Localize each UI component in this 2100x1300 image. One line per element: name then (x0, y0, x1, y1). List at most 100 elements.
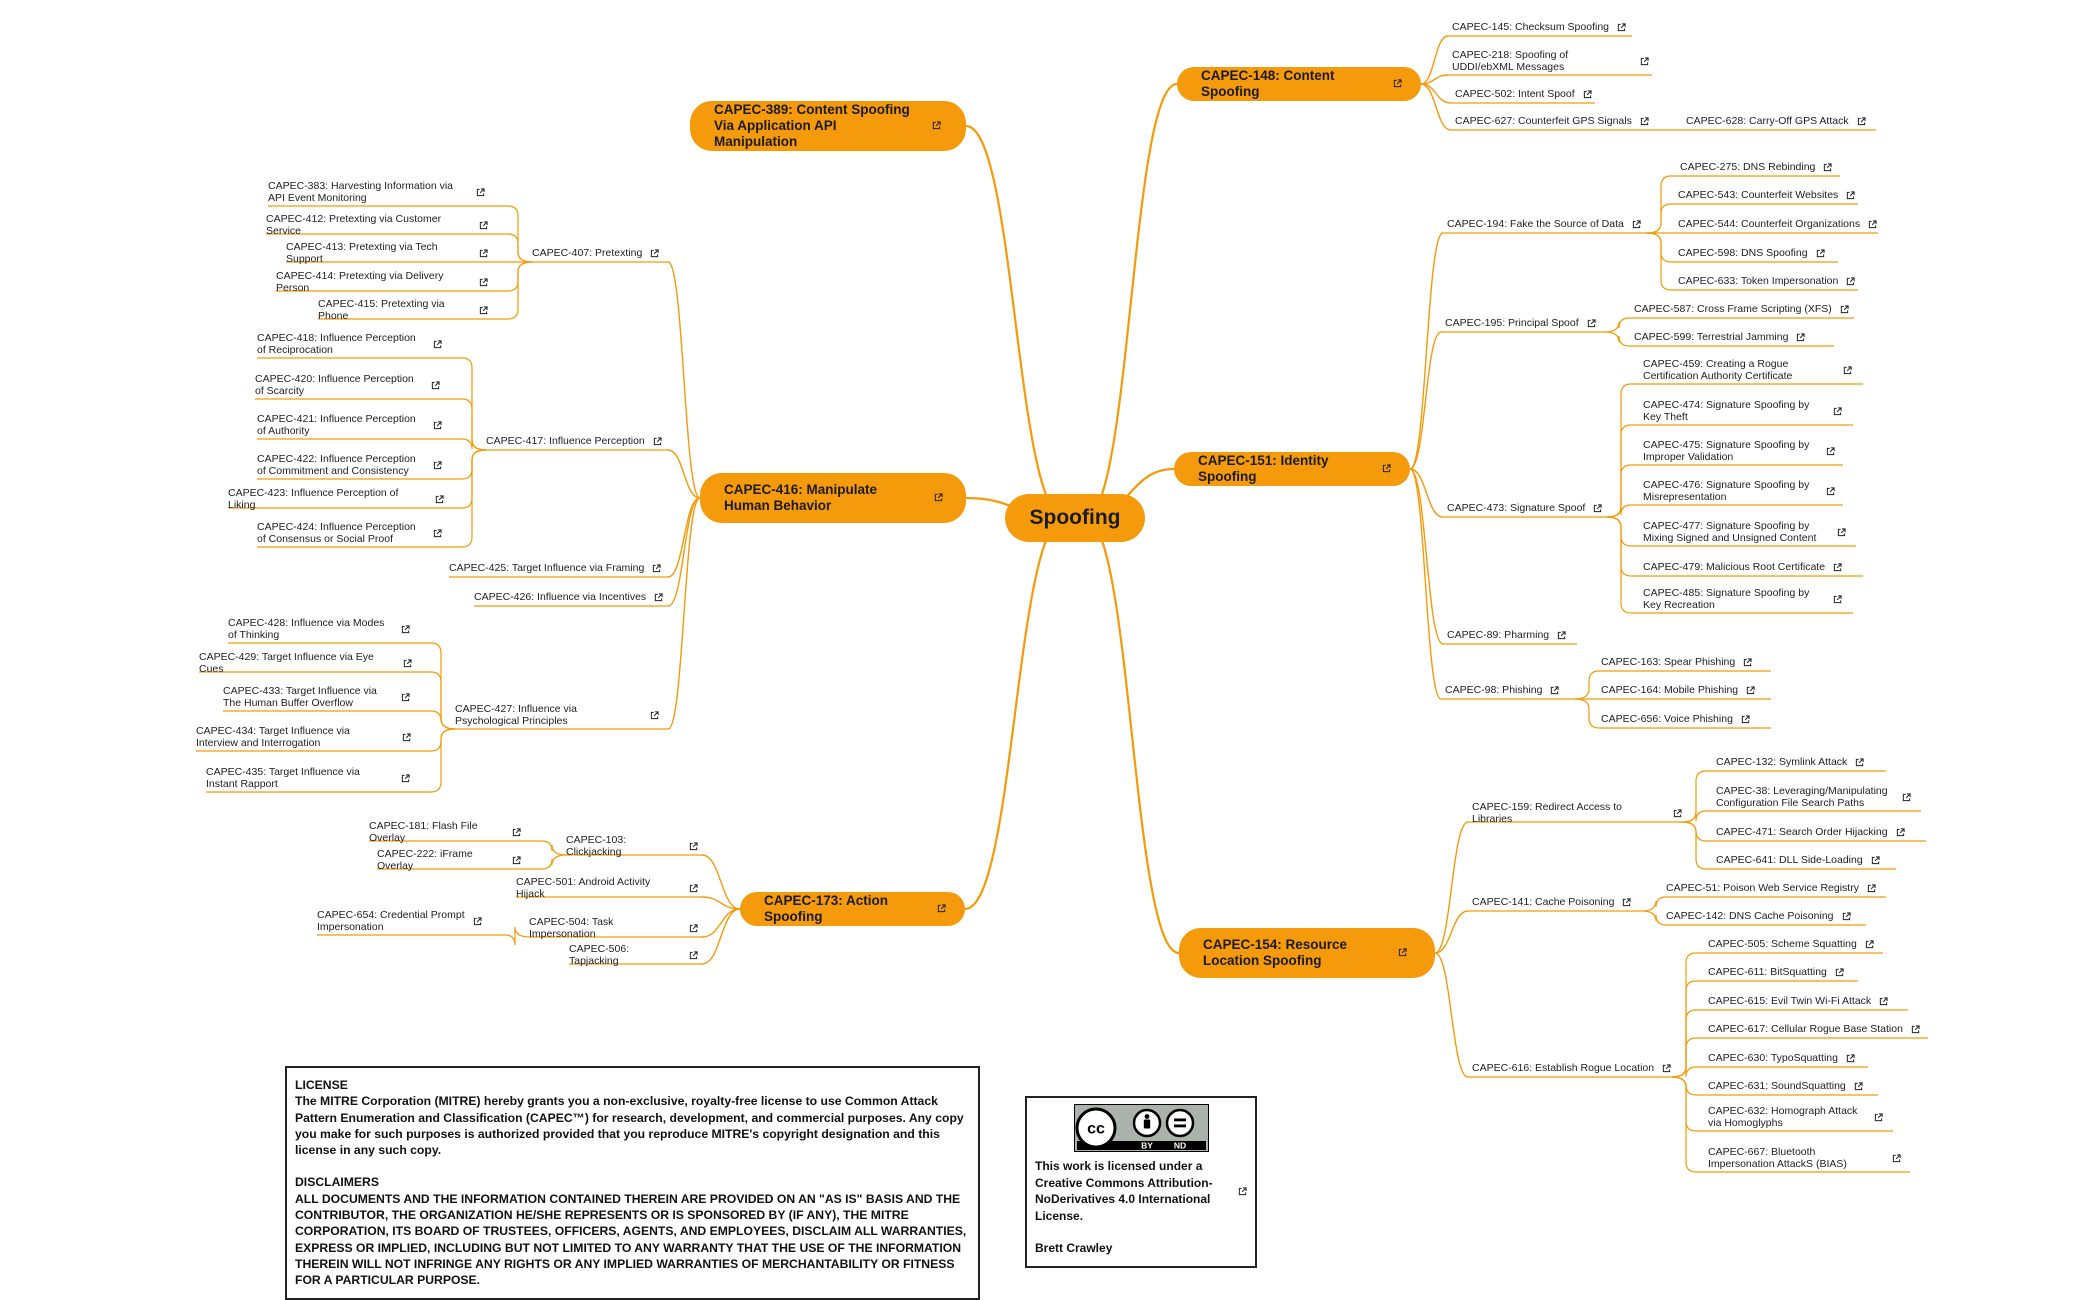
leaf-capec-617[interactable]: CAPEC-617: Cellular Rogue Base Station (1708, 1020, 1928, 1038)
external-link-icon[interactable] (1871, 855, 1880, 865)
leaf-capec-141[interactable]: CAPEC-141: Cache Poisoning (1472, 893, 1642, 911)
leaf-capec-599[interactable]: CAPEC-599: Terrestrial Jamming (1634, 328, 1834, 346)
external-link-icon[interactable] (1746, 685, 1755, 695)
external-link-icon[interactable] (932, 121, 942, 131)
leaf-capec-476[interactable]: CAPEC-476: Signature Spoofing by Misrepr… (1643, 477, 1843, 505)
external-link-icon[interactable] (1843, 365, 1852, 375)
leaf-capec-627[interactable]: CAPEC-627: Counterfeit GPS Signals (1455, 112, 1655, 130)
external-link-icon[interactable] (1587, 318, 1596, 328)
external-link-icon[interactable] (1835, 967, 1844, 977)
external-link-icon[interactable] (654, 592, 663, 602)
leaf-capec-587[interactable]: CAPEC-587: Cross Frame Scripting (XFS) (1634, 300, 1854, 318)
external-link-icon[interactable] (1842, 911, 1851, 921)
leaf-capec-420[interactable]: CAPEC-420: Influence Perception of Scarc… (255, 371, 442, 399)
leaf-capec-407[interactable]: CAPEC-407: Pretexting (532, 244, 664, 262)
leaf-capec-181[interactable]: CAPEC-181: Flash File Overlay (369, 820, 521, 844)
external-link-icon[interactable] (689, 950, 698, 960)
external-link-icon[interactable] (1874, 1112, 1883, 1122)
leaf-capec-51[interactable]: CAPEC-51: Poison Web Service Registry (1666, 879, 1886, 897)
branch-capec-416[interactable]: CAPEC-416: Manipulate Human Behavior (700, 473, 966, 523)
external-link-icon[interactable] (512, 855, 521, 865)
leaf-capec-427[interactable]: CAPEC-427: Influence via Psychological P… (455, 701, 664, 729)
leaf-capec-641[interactable]: CAPEC-641: DLL Side-Loading (1716, 851, 1896, 869)
leaf-capec-543[interactable]: CAPEC-543: Counterfeit Websites (1678, 186, 1858, 204)
external-link-icon[interactable] (1868, 219, 1877, 229)
leaf-capec-218[interactable]: CAPEC-218: Spoofing of UDDI/ebXML Messag… (1452, 47, 1652, 75)
leaf-capec-632[interactable]: CAPEC-632: Homograph Attack via Homoglyp… (1708, 1103, 1893, 1131)
external-link-icon[interactable] (1238, 1186, 1247, 1196)
leaf-capec-429[interactable]: CAPEC-429: Target Influence via Eye Cues (199, 651, 412, 675)
external-link-icon[interactable] (1846, 190, 1855, 200)
external-link-icon[interactable] (934, 493, 944, 503)
external-link-icon[interactable] (1867, 883, 1876, 893)
leaf-capec-633[interactable]: CAPEC-633: Token Impersonation (1678, 272, 1858, 290)
leaf-capec-631[interactable]: CAPEC-631: SoundSquatting (1708, 1077, 1878, 1095)
external-link-icon[interactable] (433, 420, 442, 430)
leaf-capec-418[interactable]: CAPEC-418: Influence Perception of Recip… (257, 330, 444, 358)
external-link-icon[interactable] (937, 904, 947, 914)
external-link-icon[interactable] (689, 923, 698, 933)
external-link-icon[interactable] (1865, 939, 1874, 949)
leaf-capec-142[interactable]: CAPEC-142: DNS Cache Poisoning (1666, 907, 1866, 925)
branch-capec-148[interactable]: CAPEC-148: Content Spoofing (1177, 67, 1421, 101)
external-link-icon[interactable] (1854, 1081, 1863, 1091)
external-link-icon[interactable] (401, 773, 410, 783)
external-link-icon[interactable] (652, 563, 661, 573)
external-link-icon[interactable] (1640, 56, 1649, 66)
external-link-icon[interactable] (1840, 304, 1849, 314)
external-link-icon[interactable] (433, 339, 442, 349)
leaf-capec-667[interactable]: CAPEC-667: Bluetooth Impersonation Attac… (1708, 1144, 1910, 1172)
external-link-icon[interactable] (1902, 792, 1911, 802)
external-link-icon[interactable] (433, 460, 442, 470)
leaf-capec-434[interactable]: CAPEC-434: Target Influence via Intervie… (196, 723, 412, 751)
external-link-icon[interactable] (479, 220, 488, 230)
leaf-capec-435[interactable]: CAPEC-435: Target Influence via Instant … (206, 764, 412, 792)
leaf-capec-98[interactable]: CAPEC-98: Phishing (1445, 681, 1575, 699)
external-link-icon[interactable] (1837, 527, 1846, 537)
external-link-icon[interactable] (479, 277, 488, 287)
leaf-capec-479[interactable]: CAPEC-479: Malicious Root Certificate (1643, 558, 1863, 576)
leaf-capec-145[interactable]: CAPEC-145: Checksum Spoofing (1452, 18, 1632, 36)
external-link-icon[interactable] (479, 248, 488, 258)
external-link-icon[interactable] (1833, 562, 1842, 572)
leaf-capec-485[interactable]: CAPEC-485: Signature Spoofing by Key Rec… (1643, 585, 1853, 613)
external-link-icon[interactable] (401, 692, 410, 702)
external-link-icon[interactable] (479, 305, 488, 315)
leaf-capec-628[interactable]: CAPEC-628: Carry-Off GPS Attack (1686, 112, 1876, 130)
external-link-icon[interactable] (689, 841, 698, 851)
external-link-icon[interactable] (689, 883, 698, 893)
external-link-icon[interactable] (1826, 446, 1835, 456)
leaf-capec-164[interactable]: CAPEC-164: Mobile Phishing (1601, 681, 1771, 699)
leaf-capec-425[interactable]: CAPEC-425: Target Influence via Framing (449, 559, 664, 577)
external-link-icon[interactable] (435, 494, 444, 504)
branch-capec-389[interactable]: CAPEC-389: Content Spoofing Via Applicat… (690, 101, 966, 151)
leaf-capec-611[interactable]: CAPEC-611: BitSquatting (1708, 963, 1858, 981)
external-link-icon[interactable] (1846, 276, 1855, 286)
external-link-icon[interactable] (1892, 1153, 1901, 1163)
leaf-capec-502[interactable]: CAPEC-502: Intent Spoof (1455, 85, 1595, 103)
external-link-icon[interactable] (402, 732, 411, 742)
external-link-icon[interactable] (1857, 116, 1866, 126)
external-link-icon[interactable] (1583, 89, 1592, 99)
branch-capec-154[interactable]: CAPEC-154: Resource Location Spoofing (1179, 928, 1435, 978)
external-link-icon[interactable] (650, 710, 659, 720)
leaf-capec-433[interactable]: CAPEC-433: Target Influence via The Huma… (223, 683, 412, 711)
external-link-icon[interactable] (1833, 594, 1842, 604)
leaf-capec-421[interactable]: CAPEC-421: Influence Perception of Autho… (257, 411, 444, 439)
leaf-capec-222[interactable]: CAPEC-222: iFrame Overlay (377, 848, 521, 872)
external-link-icon[interactable] (1550, 685, 1560, 695)
leaf-capec-275[interactable]: CAPEC-275: DNS Rebinding (1680, 158, 1840, 176)
external-link-icon[interactable] (1640, 116, 1649, 126)
external-link-icon[interactable] (1743, 657, 1752, 667)
leaf-capec-459[interactable]: CAPEC-459: Creating a Rogue Certificatio… (1643, 356, 1863, 384)
external-link-icon[interactable] (473, 916, 482, 926)
external-link-icon[interactable] (433, 528, 442, 538)
leaf-capec-428[interactable]: CAPEC-428: Influence via Modes of Thinki… (228, 615, 412, 643)
external-link-icon[interactable] (403, 658, 412, 668)
leaf-capec-616[interactable]: CAPEC-616: Establish Rogue Location (1472, 1059, 1672, 1077)
leaf-capec-424[interactable]: CAPEC-424: Influence Perception of Conse… (257, 519, 444, 547)
branch-capec-151[interactable]: CAPEC-151: Identity Spoofing (1174, 452, 1410, 486)
external-link-icon[interactable] (1632, 219, 1641, 229)
leaf-capec-656[interactable]: CAPEC-656: Voice Phishing (1601, 710, 1771, 728)
external-link-icon[interactable] (401, 624, 410, 634)
